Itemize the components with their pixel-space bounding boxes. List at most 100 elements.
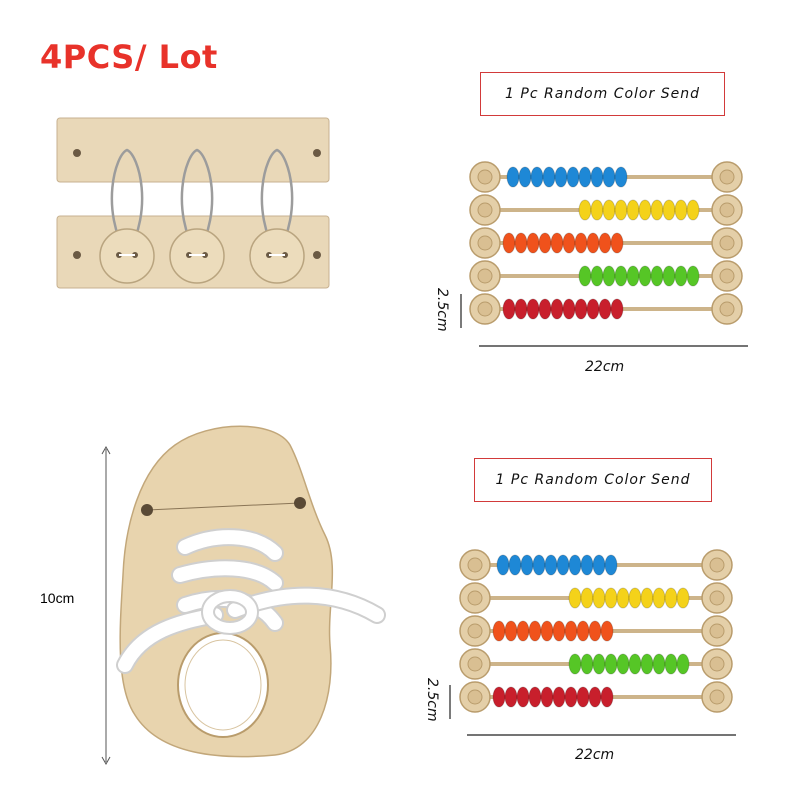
abacus-bead xyxy=(628,653,642,675)
abacus-bead xyxy=(532,554,546,576)
abacus-bottom-note: 1 Pc Random Color Send xyxy=(474,458,712,502)
abacus-bead xyxy=(496,554,510,576)
abacus-knob-center xyxy=(709,623,725,639)
abacus-bead xyxy=(652,587,666,609)
abacus-bead xyxy=(564,686,578,708)
abacus-bead xyxy=(590,265,604,287)
abacus-bead xyxy=(574,298,588,320)
abacus-knob-center xyxy=(719,169,735,185)
abacus-bead xyxy=(544,554,558,576)
abacus-bead xyxy=(590,199,604,221)
abacus-bead xyxy=(514,298,528,320)
abacus-bead xyxy=(614,199,628,221)
abacus-knob-center xyxy=(719,268,735,284)
abacus-bead xyxy=(652,653,666,675)
abacus-bead xyxy=(552,620,566,642)
abacus-bead xyxy=(568,554,582,576)
abacus-bead xyxy=(528,686,542,708)
abacus-bead xyxy=(650,265,664,287)
abacus-bead xyxy=(604,587,618,609)
abacus-bottom-height-label: 2.5cm xyxy=(424,678,440,722)
abacus-bead xyxy=(586,232,600,254)
abacus-bead xyxy=(626,199,640,221)
abacus-bead xyxy=(600,686,614,708)
abacus-bead xyxy=(576,620,590,642)
abacus-bead xyxy=(604,653,618,675)
abacus-bead xyxy=(588,620,602,642)
abacus-bottom-height-marker xyxy=(449,685,451,719)
abacus-bead xyxy=(638,265,652,287)
abacus-bead xyxy=(640,587,654,609)
abacus-bead xyxy=(650,199,664,221)
lot-headline: 4PCS/ Lot xyxy=(40,38,218,76)
abacus-bead xyxy=(664,587,678,609)
abacus-bead xyxy=(562,298,576,320)
abacus-bead xyxy=(504,620,518,642)
abacus-bead xyxy=(564,620,578,642)
abacus-bead xyxy=(502,232,516,254)
abacus-knob-center xyxy=(477,301,493,317)
shoe-height-label: 10cm xyxy=(40,590,75,606)
abacus-bead xyxy=(580,587,594,609)
abacus-bead xyxy=(604,554,618,576)
abacus-bead xyxy=(592,554,606,576)
abacus-bead xyxy=(514,232,528,254)
abacus-knob-center xyxy=(477,235,493,251)
abacus-bead xyxy=(600,620,614,642)
abacus-bead xyxy=(542,166,556,188)
abacus-knob-center xyxy=(467,623,483,639)
abacus-bottom-width-marker xyxy=(467,734,736,736)
abacus-knob-center xyxy=(709,656,725,672)
abacus-bead xyxy=(626,265,640,287)
abacus-bead xyxy=(516,686,530,708)
abacus-bead xyxy=(592,653,606,675)
abacus-bead xyxy=(568,587,582,609)
shoe-height-marker xyxy=(101,446,111,766)
abacus-bead xyxy=(516,620,530,642)
abacus-bead xyxy=(506,166,520,188)
abacus-bead xyxy=(578,265,592,287)
abacus-bottom-width-label: 22cm xyxy=(575,747,615,763)
abacus-knob-center xyxy=(477,268,493,284)
abacus-bead xyxy=(598,298,612,320)
abacus-bead xyxy=(578,166,592,188)
abacus-bead xyxy=(602,199,616,221)
abacus-bead xyxy=(526,232,540,254)
abacus-top-height-label: 2.5cm xyxy=(434,288,450,332)
abacus-bead xyxy=(554,166,568,188)
abacus-bead xyxy=(562,232,576,254)
abacus-bead xyxy=(576,686,590,708)
abacus-bead xyxy=(588,686,602,708)
abacus-bead xyxy=(662,199,676,221)
abacus-knob-center xyxy=(467,689,483,705)
abacus-knob-center xyxy=(709,689,725,705)
abacus-knob-center xyxy=(719,202,735,218)
abacus-top-width-marker xyxy=(479,345,748,347)
abacus-bead xyxy=(574,232,588,254)
abacus-knob-center xyxy=(709,590,725,606)
abacus-bead xyxy=(586,298,600,320)
abacus-knob-center xyxy=(477,169,493,185)
abacus-bead xyxy=(614,265,628,287)
abacus-bead xyxy=(638,199,652,221)
abacus-bead xyxy=(640,653,654,675)
abacus-bead xyxy=(528,620,542,642)
abacus-bead xyxy=(538,232,552,254)
abacus-bead xyxy=(614,166,628,188)
abacus-bead xyxy=(508,554,522,576)
abacus-knob-center xyxy=(467,590,483,606)
abacus-bead xyxy=(580,653,594,675)
abacus-knob-center xyxy=(477,202,493,218)
abacus-bead xyxy=(616,587,630,609)
abacus-bead xyxy=(492,686,506,708)
abacus-bead xyxy=(602,166,616,188)
abacus-bead xyxy=(550,232,564,254)
abacus-bead xyxy=(540,686,554,708)
abacus-bead xyxy=(598,232,612,254)
abacus-bead xyxy=(628,587,642,609)
abacus-top-height-marker xyxy=(460,294,462,328)
abacus-knob-center xyxy=(467,656,483,672)
abacus-bead xyxy=(538,298,552,320)
abacus-bead xyxy=(686,199,700,221)
abacus-bead xyxy=(518,166,532,188)
